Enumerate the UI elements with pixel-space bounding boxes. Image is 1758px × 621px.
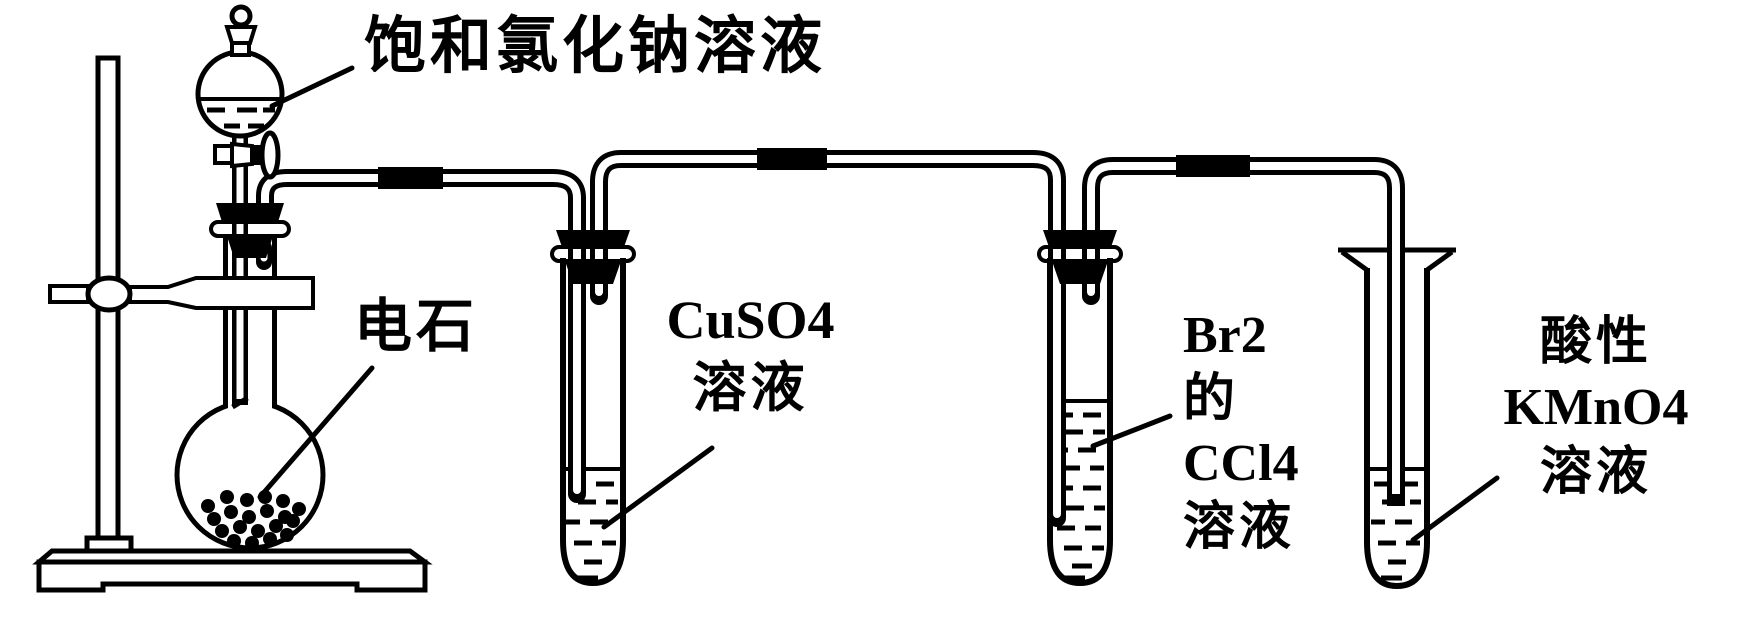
leader-lines [257,65,1500,543]
flask-solid-label: 电石 [354,294,479,359]
clamp [48,275,315,313]
funnel-bulb [195,49,285,139]
flask-stopper [209,203,291,258]
funnel-liquid-dashes [207,107,275,129]
clamp-boss [85,275,133,313]
leader-cuso4-label [601,445,715,530]
tube2-line1: Br2 [1183,307,1267,364]
leader-flask-label [257,365,375,500]
leader-funnel-label [269,65,355,109]
tube2-stopper [1037,230,1123,284]
tube2-label: Br2 的 CCl4 溶液 [1183,304,1333,560]
tube1-formula-line: CuSO4 [666,290,835,350]
stopcock-handle [259,130,281,180]
tube3-label: 酸性 KMnO4 溶液 [1476,310,1716,505]
rubber-connector-3 [1176,155,1250,177]
test-tube-2 [1047,239,1113,587]
gas-tube-2 [590,148,1066,240]
tube1-stopper [550,230,636,284]
funnel-stem [231,128,249,410]
rubber-connector-2 [757,148,827,170]
tube1-solution-line: 溶液 [692,358,809,418]
gas-tube-1 [256,167,586,240]
tube3-line1: 酸性 [1539,314,1652,371]
tube2-line2: 的 [1183,371,1240,428]
leader-kmno4-label [1410,475,1500,543]
tube2-line3: CCl4 [1183,435,1299,492]
funnel-liquid-label: 饱和氯化钠溶液 [364,13,827,81]
stopcock [213,130,281,180]
funnel-glass-stopper [224,25,258,45]
test-tube-3 [1338,247,1456,590]
tube3-line2: KMnO4 [1503,379,1689,436]
gas-tube-3 [1082,155,1405,506]
test-tube-1 [560,239,626,587]
leader-br2-label [1090,413,1173,449]
dropping-funnel [195,4,285,139]
rubber-connector-1 [378,167,443,189]
tube2-line4: 溶液 [1183,499,1296,556]
funnel-stopper-ring [229,4,253,28]
tube3-line3: 溶液 [1539,444,1652,501]
tube1-label: CuSO4 溶液 [648,286,853,422]
round-bottom-flask [174,236,326,551]
